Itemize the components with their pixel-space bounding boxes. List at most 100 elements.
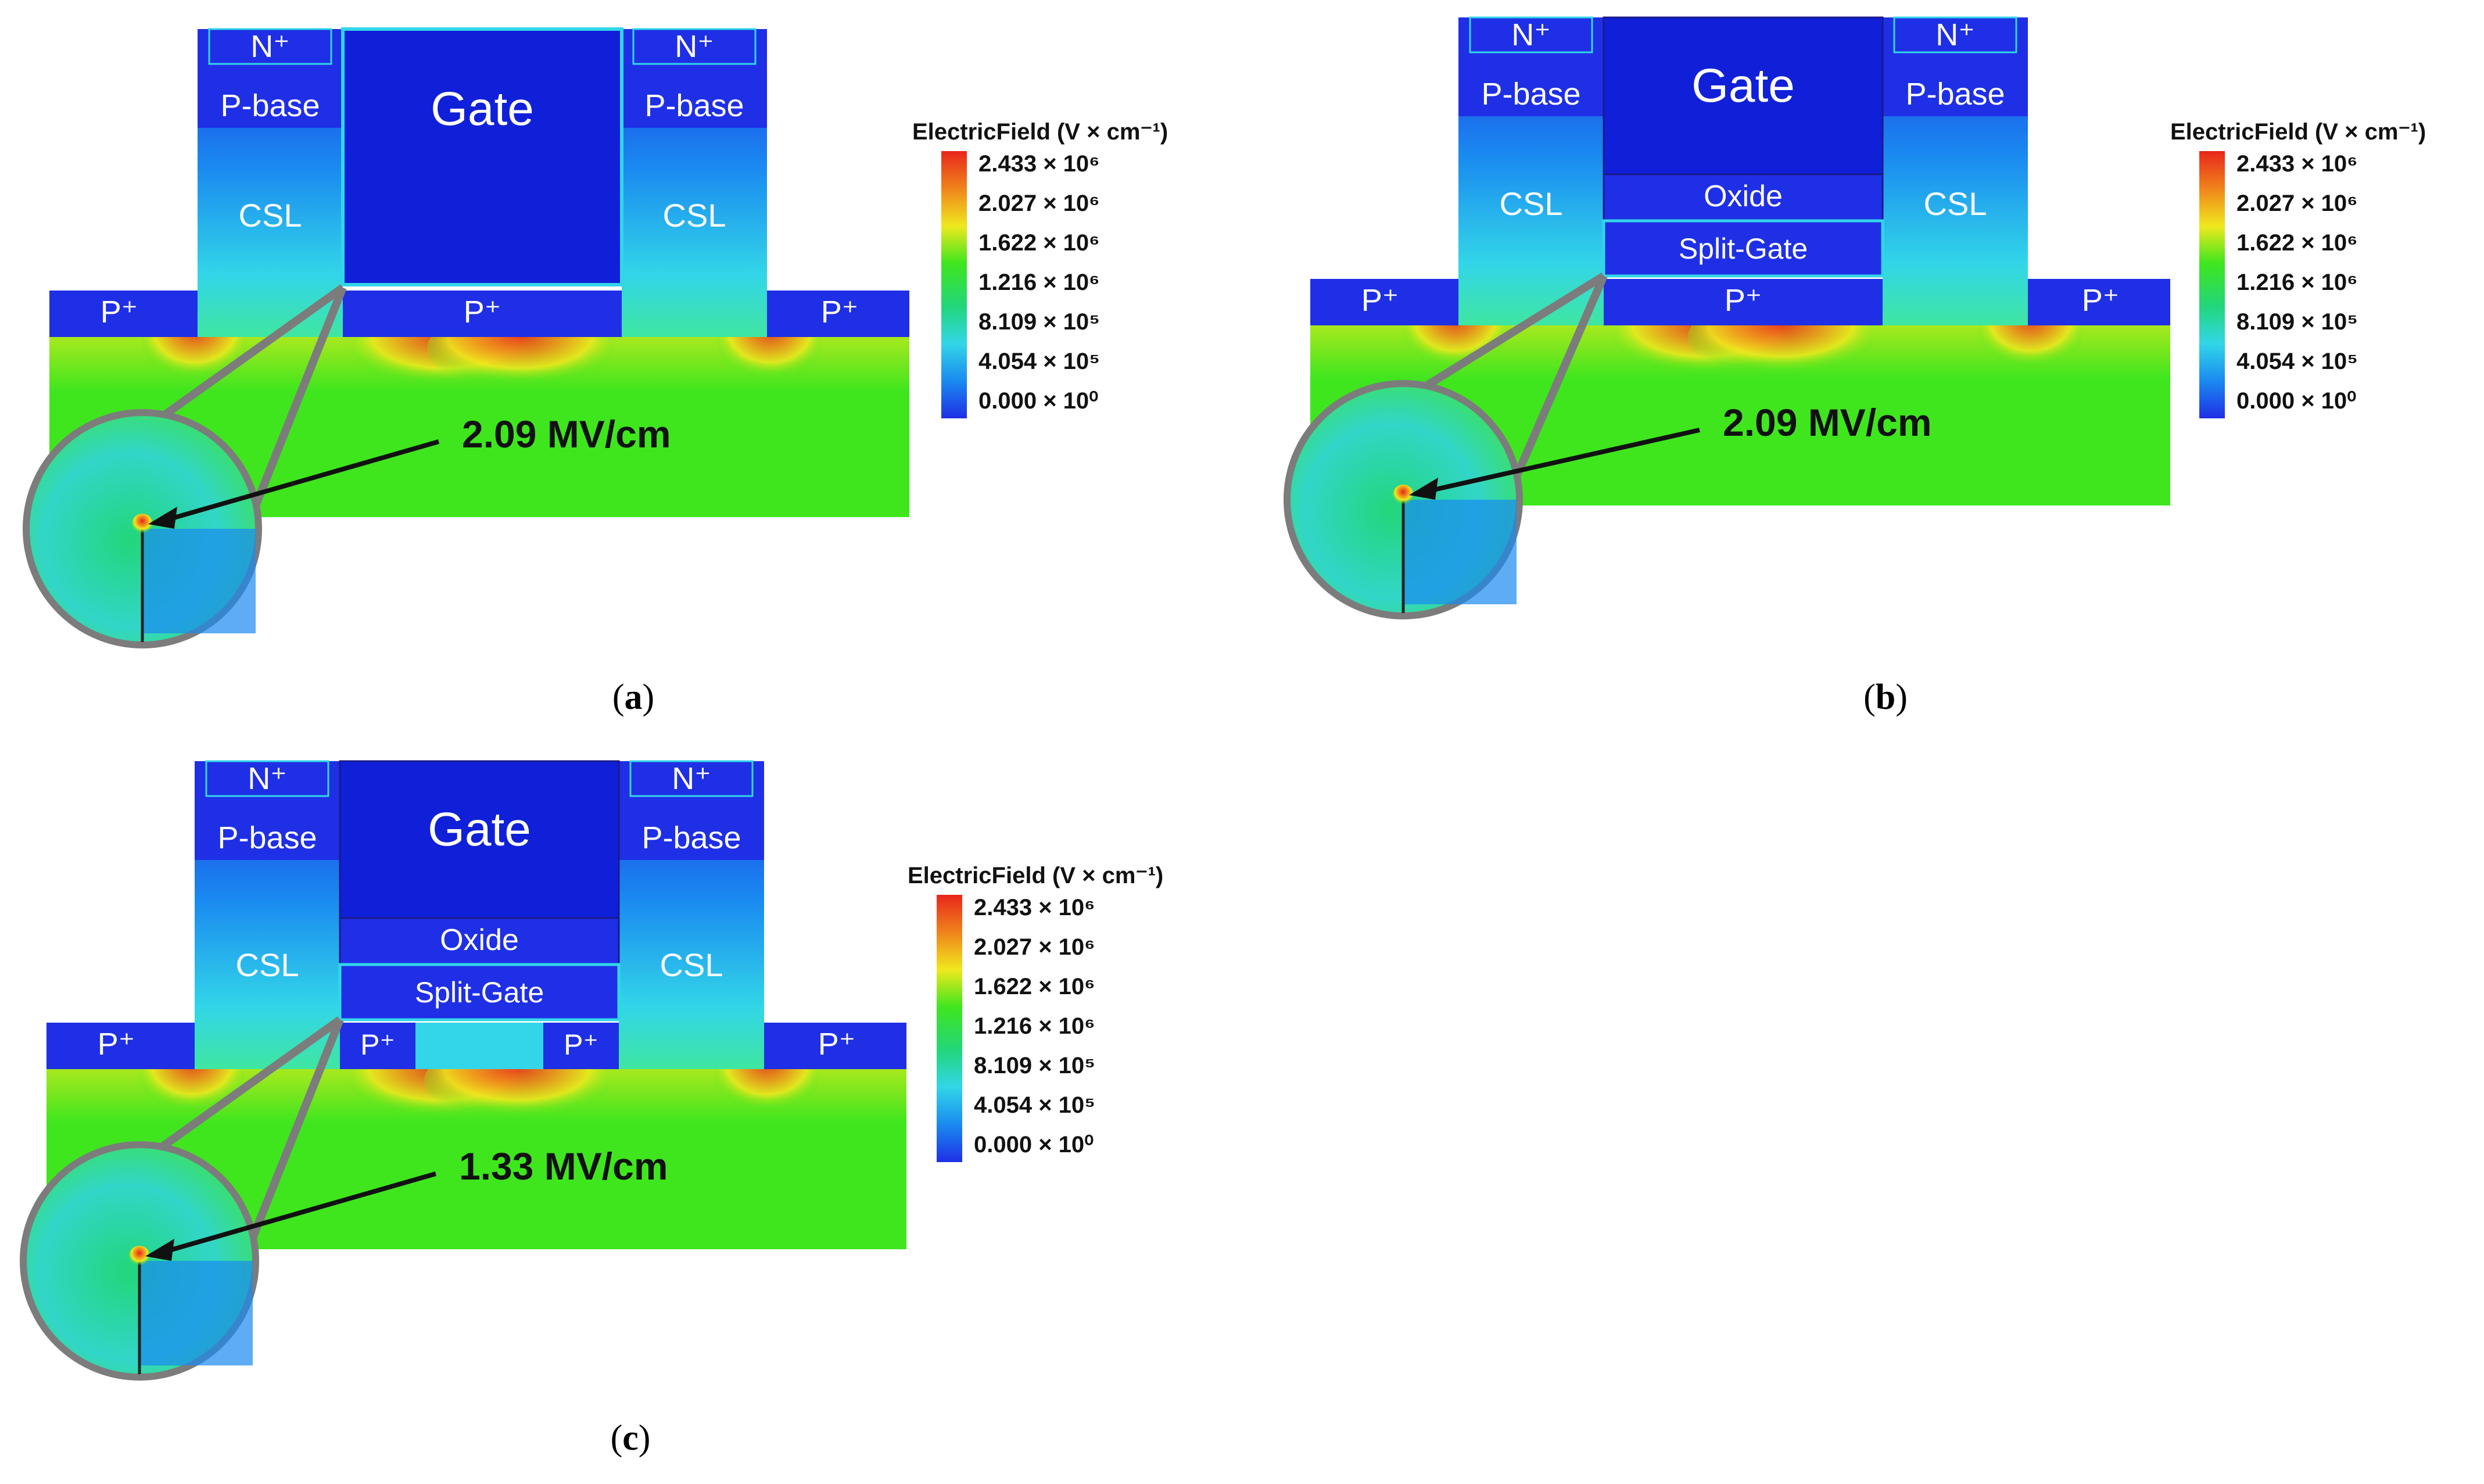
oxide-label: Oxide (1704, 180, 1783, 213)
magnifier-guide-line (1512, 274, 1608, 478)
oxide-label: Oxide (440, 923, 519, 957)
colorbar-title: ElectricField (V × cm⁻¹) (908, 863, 1163, 888)
p-base-right-label: P-base (644, 88, 744, 123)
colorbar-tick-label: 2.433 × 10⁶ (974, 895, 1095, 920)
gate-label: Gate (428, 803, 531, 856)
gate-region (1603, 16, 1884, 175)
magnifier-guide-line (249, 1018, 344, 1239)
p-plus-left-region (46, 1023, 195, 1069)
annotation-arrow (156, 1171, 437, 1256)
p-plus-left-label: P⁺ (1361, 283, 1399, 318)
colorbar-tick-label: 1.216 × 10⁶ (2236, 270, 2358, 295)
annotation-arrowhead (1409, 478, 1438, 500)
colorbar-legend: ElectricField (V × cm⁻¹) 2.433 × 10⁶ 2.027… (908, 863, 1163, 1162)
colorbar-tick-label: 4.054 × 10⁵ (978, 349, 1100, 374)
magnifier-guide-line (154, 1016, 343, 1154)
colorbar-tick-label: 8.109 × 10⁵ (974, 1053, 1095, 1078)
annotation-arrowhead (148, 507, 177, 529)
field-annotation: 2.09 MV/cm (462, 413, 671, 456)
colorbar-tick-label: 2.027 × 10⁶ (2236, 191, 2358, 216)
csl-right-label: CSL (660, 947, 723, 983)
panel-caption: (a) (612, 678, 654, 717)
field-annotation: 1.33 MV/cm (459, 1145, 668, 1188)
csl-right-label: CSL (1924, 185, 1987, 222)
annotation-arrowhead (145, 1239, 174, 1261)
panel-c: GateN⁺P-baseCSLN⁺P-baseCSLP⁺P⁺P⁺P⁺OxideS… (20, 760, 1163, 1458)
colorbar-tick-label: 1.216 × 10⁶ (978, 270, 1100, 295)
n-plus-left-label: N⁺ (1511, 17, 1551, 52)
p-plus-right-region (764, 1023, 906, 1069)
p-plus-right-region (767, 291, 909, 337)
n-plus-right-region (1893, 16, 2017, 53)
p-plus-left-region (1310, 279, 1458, 325)
colorbar-tick-label: 1.216 × 10⁶ (974, 1013, 1095, 1039)
p-plus-center-right-label: P⁺ (564, 1028, 598, 1061)
colorbar-tick-label: 1.622 × 10⁶ (974, 974, 1095, 999)
csl-left-label: CSL (1500, 185, 1563, 222)
n-plus-right-region (629, 760, 754, 797)
gate-region (341, 27, 623, 286)
colorbar-tick-label: 8.109 × 10⁵ (2236, 309, 2358, 335)
oxide-region (339, 917, 620, 966)
split-gate-region (1602, 219, 1884, 278)
p-plus-left-region (49, 291, 198, 337)
p-plus-center-label: P⁺ (464, 295, 501, 329)
p-plus-left-label: P⁺ (101, 295, 138, 329)
p-base-right-label: P-base (641, 820, 741, 855)
n-plus-left-region (205, 760, 329, 797)
colorbar-tick-label: 2.433 × 10⁶ (978, 151, 1100, 177)
n-plus-right-region (632, 28, 757, 65)
colorbar-legend: ElectricField (V × cm⁻¹)2.433 × 10⁶2.027… (2170, 119, 2426, 418)
oxide-region (1603, 173, 1884, 222)
csl-left-label: CSL (239, 197, 302, 234)
gate-label: Gate (1691, 59, 1795, 112)
colorbar-tick-label: 2.433 × 10⁶ (2236, 151, 2358, 177)
magnifier-oxide-corner (142, 529, 256, 633)
colorbar-legend: ElectricField (V × cm⁻¹)2.433 × 10⁶2.027… (912, 119, 1168, 418)
colorbar-tick-label: 4.054 × 10⁵ (974, 1092, 1095, 1118)
colorbar-tick-label: 0.000 × 10⁰ (978, 388, 1098, 414)
p-plus-right-label: P⁺ (821, 295, 859, 329)
colorbar-tick-label: 8.109 × 10⁵ (978, 309, 1100, 335)
magnifier-oxide-corner (1403, 500, 1517, 604)
magnifier-hotspot (132, 514, 153, 535)
n-plus-left-region (208, 28, 332, 65)
gate-region (339, 760, 620, 919)
split-gate-region (338, 963, 621, 1021)
colorbar-gradient (2199, 151, 2225, 418)
csl-right-label: CSL (663, 197, 726, 234)
magnifier-guide-line (157, 284, 346, 422)
colorbar-tick-label: 2.027 × 10⁶ (974, 934, 1095, 960)
p-plus-right-label: P⁺ (2082, 283, 2120, 318)
magnifier-oxide-corner (139, 1261, 253, 1365)
p-base-right-label: P-base (1905, 77, 2005, 112)
n-plus-left-region (1469, 16, 1593, 53)
colorbar-gradient (937, 895, 962, 1162)
colorbar-tick-label: 4.054 × 10⁵ (2236, 349, 2358, 374)
colorbar-tick-label: 1.622 × 10⁶ (978, 230, 1100, 256)
csl-left-label: CSL (236, 947, 299, 983)
magnifier-hotspot (1393, 485, 1414, 506)
magnifier-hotspot (129, 1246, 150, 1267)
p-plus-center-left-region (340, 1023, 415, 1069)
panel-b: GateN⁺P-baseCSLN⁺P-baseCSLP⁺P⁺P⁺OxideSpl… (1284, 16, 2426, 717)
magnifier-guide-line (1418, 273, 1606, 393)
colorbar-tick-label: 0.000 × 10⁰ (2236, 388, 2356, 414)
p-plus-right-label: P⁺ (818, 1027, 856, 1062)
p-plus-center-region (1604, 279, 1883, 325)
field-annotation: 2.09 MV/cm (1723, 401, 1932, 444)
annotation-arrow (159, 439, 440, 524)
n-plus-right-label: N⁺ (675, 29, 714, 64)
colorbar-tick-label: 1.622 × 10⁶ (2236, 230, 2358, 256)
gate-label: Gate (431, 83, 534, 135)
n-plus-left-label: N⁺ (250, 29, 290, 64)
p-base-left-label: P-base (220, 88, 320, 123)
colorbar-gradient (941, 151, 967, 418)
split-gate-label: Split-Gate (1679, 232, 1808, 265)
colorbar-title: ElectricField (V × cm⁻¹) (912, 119, 1168, 145)
split-gate-label: Split-Gate (415, 976, 544, 1009)
p-plus-right-region (2028, 279, 2170, 325)
panel-caption: (b) (1863, 678, 1908, 717)
n-plus-right-label: N⁺ (1935, 17, 1975, 52)
